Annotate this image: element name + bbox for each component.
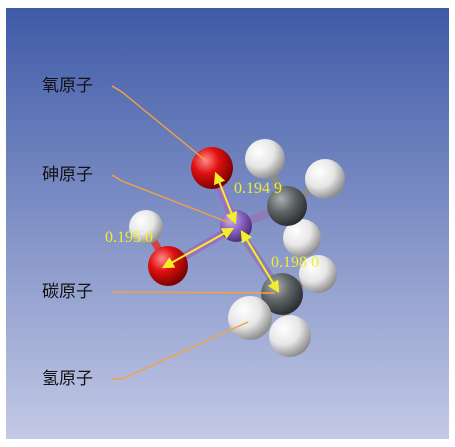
distance-label-as-o-top: 0.194 9 xyxy=(234,180,282,197)
leader-line-carbon xyxy=(112,291,276,294)
hydrogen-atom xyxy=(269,315,311,357)
oxygen-atom xyxy=(148,246,188,286)
distance-label-as-c: 0.198 0 xyxy=(271,254,319,271)
hydrogen-atom xyxy=(245,139,285,179)
leader-line-arsenic xyxy=(111,174,231,224)
distance-arrow-as-o-left xyxy=(161,227,235,269)
leader-lines xyxy=(111,85,276,380)
distance-arrows xyxy=(161,171,280,294)
hydrogen-atom xyxy=(283,219,321,257)
label-hydrogen-atom: 氢原子 xyxy=(42,369,93,389)
hydrogen-atom xyxy=(299,255,337,293)
distance-label-as-o-left: 0.195 0 xyxy=(105,229,153,246)
label-oxygen-atom: 氧原子 xyxy=(42,76,93,96)
hydrogen-atom xyxy=(305,159,345,199)
label-carbon-atom: 碳原子 xyxy=(42,282,93,302)
hydrogen-atom xyxy=(228,296,272,340)
arsenic-atom xyxy=(220,210,252,242)
leader-line-oxygen xyxy=(111,85,206,161)
distance-arrow-as-o-top xyxy=(213,171,238,225)
hydrogen-atom xyxy=(129,210,163,244)
label-arsenic-atom: 砷原子 xyxy=(42,165,93,185)
distance-arrow-as-c xyxy=(240,229,280,294)
carbon-atom xyxy=(267,186,307,226)
leader-line-hydrogen xyxy=(112,321,249,380)
